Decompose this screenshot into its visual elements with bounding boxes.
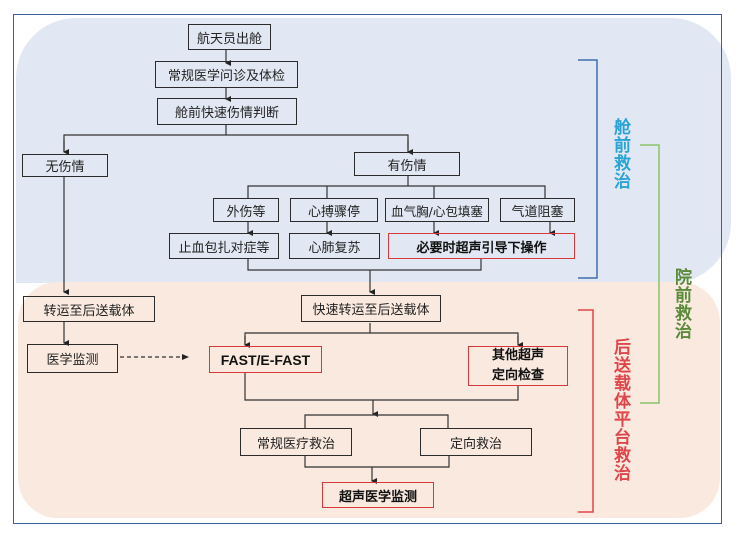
node-trauma: 外伤等 <box>213 198 279 222</box>
line-treatment-branch <box>304 414 449 428</box>
line-treatment-merge <box>304 455 450 468</box>
node-rapid-transfer: 快速转运至后送载体 <box>301 295 441 322</box>
node-routine-treatment: 常规医疗救治 <box>240 428 352 456</box>
node-no-injury: 无伤情 <box>22 154 108 177</box>
node-injury: 有伤情 <box>354 152 460 176</box>
label-post-transport: 后送载体平台救治 <box>610 338 630 482</box>
node-other-ultrasound-line1: 其他超声 <box>491 348 544 363</box>
pre-cabin-bracket <box>578 59 598 279</box>
node-cardiac-arrest: 心搏骤停 <box>290 198 378 222</box>
label-pre-cabin: 舱前救治 <box>610 118 630 190</box>
line-branch <box>63 134 409 152</box>
line-rapid-branch <box>244 332 519 344</box>
node-targeted-treatment: 定向救治 <box>420 428 532 456</box>
node-cpr: 心肺复苏 <box>289 233 380 259</box>
node-fast: FAST/E-FAST <box>209 346 322 373</box>
node-hemostasis: 止血包扎对症等 <box>169 233 279 259</box>
node-exit-cabin: 航天员出舱 <box>188 24 271 50</box>
line-merge-exams <box>244 372 519 401</box>
post-transport-bracket <box>578 309 594 513</box>
node-transfer-vehicle: 转运至后送载体 <box>23 296 155 322</box>
pre-cabin-zone <box>16 18 731 283</box>
line-injury-branch <box>247 185 546 199</box>
line-merge <box>247 258 482 271</box>
node-medical-monitoring: 医学监测 <box>27 344 118 373</box>
node-ultrasound-guided: 必要时超声引导下操作 <box>388 233 575 259</box>
node-other-ultrasound-line2: 定向检查 <box>491 368 544 383</box>
node-rapid-assessment: 舱前快速伤情判断 <box>157 98 297 125</box>
diagram-frame <box>13 14 722 524</box>
pre-hospital-bracket <box>640 144 660 404</box>
node-airway-obstruction: 气道阻塞 <box>500 198 575 222</box>
node-routine-exam: 常规医学问诊及体检 <box>155 61 298 88</box>
node-ultrasound-monitoring: 超声医学监测 <box>322 482 434 508</box>
label-pre-hospital: 院前救治 <box>671 268 691 340</box>
node-other-ultrasound: 其他超声 定向检查 <box>468 346 568 386</box>
node-pneumothorax: 血气胸/心包填塞 <box>385 198 489 222</box>
